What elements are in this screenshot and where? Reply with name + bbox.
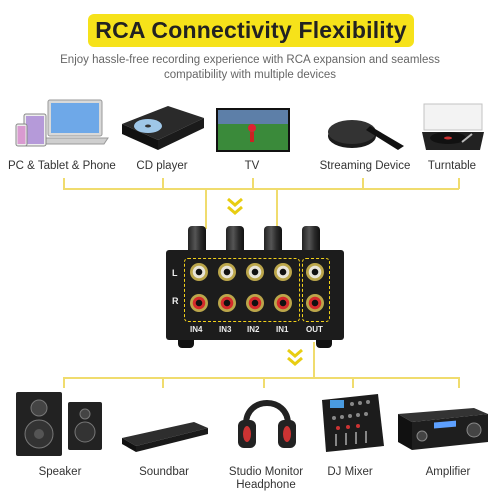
- soundbar-icon: [122, 422, 208, 452]
- output-label-soundbar: Soundbar: [139, 466, 189, 478]
- source-label-pc: PC & Tablet & Phone: [8, 160, 116, 172]
- port-label-out: OUT: [306, 325, 323, 334]
- port-label-in3: IN3: [219, 325, 232, 334]
- output-bus-line: [63, 377, 459, 379]
- right-channel-label: R: [172, 296, 179, 306]
- rca-mixer-device: L R IN4 IN3 IN2 IN1 OUT: [166, 250, 344, 340]
- page-title: RCA Connectivity Flexibility: [95, 17, 407, 43]
- input-drop-line: [276, 189, 278, 229]
- speaker-icon: [16, 392, 102, 456]
- rca-jack-in1-right: [274, 294, 292, 312]
- amplifier-icon: [398, 408, 488, 450]
- rca-jack-in1-left: [274, 263, 292, 281]
- input-drop-line: [205, 189, 207, 229]
- output-label-speaker: Speaker: [38, 466, 82, 478]
- chevron-down-icon: [287, 348, 303, 366]
- volume-knob: [302, 226, 320, 252]
- chevron-down-icon: [227, 197, 243, 215]
- headphone-icon: [238, 400, 296, 448]
- output-label-amplifier: Amplifier: [425, 466, 471, 478]
- output-group-outline: [302, 258, 330, 322]
- port-label-in4: IN4: [190, 325, 203, 334]
- rca-jack-in3-right: [218, 294, 236, 312]
- volume-knob: [226, 226, 244, 252]
- output-label-headphone-line2: Headphone: [236, 479, 296, 491]
- source-label-tv: TV: [244, 160, 260, 172]
- output-tick: [263, 377, 265, 388]
- subtitle: Enjoy hassle-free recording experience w…: [20, 53, 480, 83]
- source-label-streaming: Streaming Device: [319, 160, 411, 172]
- output-tick: [162, 377, 164, 388]
- turntable-icon: [422, 103, 484, 150]
- input-group-outline: [184, 258, 300, 322]
- left-channel-label: L: [172, 268, 178, 278]
- source-tick: [63, 178, 65, 189]
- streaming-device-icon: [328, 120, 404, 150]
- rca-jack-in2-right: [246, 294, 264, 312]
- rca-jack-in3-left: [218, 263, 236, 281]
- source-tick: [458, 178, 460, 189]
- source-bus-line: [63, 188, 459, 190]
- cd-player-icon: [122, 106, 204, 150]
- laptop-tablet-phone-icon: [15, 99, 109, 147]
- output-tick: [63, 377, 65, 388]
- volume-knob: [188, 226, 206, 252]
- rca-jack-in4-right: [190, 294, 208, 312]
- volume-knob: [264, 226, 282, 252]
- output-label-dj-mixer: DJ Mixer: [327, 466, 373, 478]
- dj-mixer-icon: [322, 394, 384, 452]
- rca-jack-in4-left: [190, 263, 208, 281]
- device-foot: [178, 340, 194, 348]
- rca-jack-in2-left: [246, 263, 264, 281]
- subtitle-line-1: Enjoy hassle-free recording experience w…: [60, 54, 440, 66]
- device-foot: [316, 340, 332, 348]
- output-label-headphone: Studio Monitor Headphone: [216, 466, 316, 492]
- tv-icon: [216, 108, 290, 152]
- subtitle-line-2: compatibility with multiple devices: [164, 69, 336, 81]
- output-drop-line: [313, 342, 315, 378]
- port-label-in2: IN2: [247, 325, 260, 334]
- port-label-in1: IN1: [276, 325, 289, 334]
- output-tick: [352, 377, 354, 388]
- output-label-studio-monitor: Studio Monitor: [228, 466, 304, 478]
- output-tick: [458, 377, 460, 388]
- rca-jack-out-right: [306, 294, 324, 312]
- title-banner: RCA Connectivity Flexibility: [88, 14, 414, 47]
- source-label-cd: CD player: [136, 160, 188, 172]
- source-label-turntable: Turntable: [427, 160, 477, 172]
- source-tick: [162, 178, 164, 189]
- rca-jack-out-left: [306, 263, 324, 281]
- source-tick: [362, 178, 364, 189]
- source-tick: [252, 178, 254, 189]
